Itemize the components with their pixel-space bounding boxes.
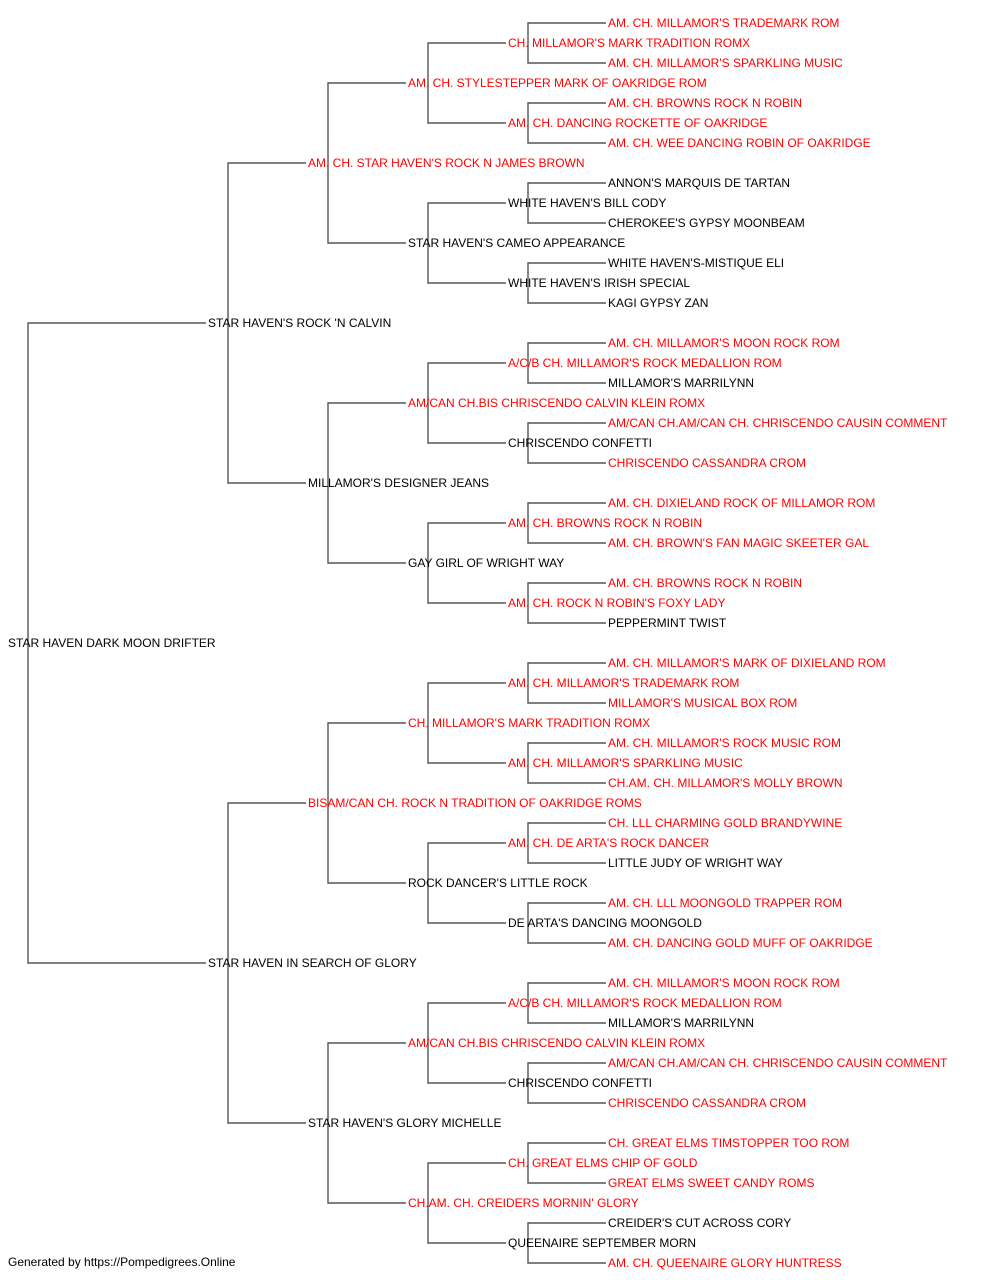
connector-line bbox=[427, 202, 506, 284]
pedigree-name-sire-sire-dam-dam-dam: KAGI GYPSY ZAN bbox=[608, 296, 708, 310]
connector-line bbox=[227, 162, 306, 484]
generated-by-footer: Generated by https://Pompedigrees.Online bbox=[8, 1255, 236, 1269]
pedigree-name-sire-dam-sire-sire: A/C/B CH. MILLAMOR'S ROCK MEDALLION ROM bbox=[508, 356, 782, 370]
pedigree-name-sire-dam-dam-sire-sire: AM. CH. DIXIELAND ROCK OF MILLAMOR ROM bbox=[608, 496, 875, 510]
pedigree-name-sire-dam-dam-dam-dam: PEPPERMINT TWIST bbox=[608, 616, 727, 630]
pedigree-name-dam-dam: STAR HAVEN'S GLORY MICHELLE bbox=[308, 1116, 501, 1130]
pedigree-name-sire-dam-dam-dam-sire: AM. CH. BROWNS ROCK N ROBIN bbox=[608, 576, 802, 590]
pedigree-name-dam-sire-sire-dam-dam: CH.AM. CH. MILLAMOR'S MOLLY BROWN bbox=[608, 776, 843, 790]
pedigree-name-dam-dam-sire-dam: CHRISCENDO CONFETTI bbox=[508, 1076, 652, 1090]
connector-line bbox=[27, 322, 206, 964]
connector-line bbox=[427, 1162, 506, 1244]
connector-line bbox=[527, 102, 606, 144]
pedigree-name-dam-sire-dam: ROCK DANCER'S LITTLE ROCK bbox=[408, 876, 588, 890]
pedigree-name-dam-dam-sire-dam-sire: AM/CAN CH.AM/CAN CH. CHRISCENDO CAUSIN C… bbox=[608, 1056, 948, 1070]
pedigree-name-dam-dam-dam-dam-dam: AM. CH. QUEENAIRE GLORY HUNTRESS bbox=[608, 1256, 842, 1270]
connector-line bbox=[527, 422, 606, 464]
connector-line bbox=[527, 262, 606, 304]
connector-line bbox=[427, 1002, 506, 1084]
connector-line bbox=[527, 662, 606, 704]
pedigree-name-dam-sire-dam-sire-dam: LITTLE JUDY OF WRIGHT WAY bbox=[608, 856, 783, 870]
pedigree-name-sire-dam-sire: AM/CAN CH.BIS CHRISCENDO CALVIN KLEIN RO… bbox=[408, 396, 705, 410]
pedigree-name-sire-sire-sire-sire: CH. MILLAMOR'S MARK TRADITION ROMX bbox=[508, 36, 750, 50]
pedigree-name-dam-dam-dam-dam-sire: CREIDER'S CUT ACROSS CORY bbox=[608, 1216, 791, 1230]
pedigree-name-sire: STAR HAVEN'S ROCK 'N CALVIN bbox=[208, 316, 391, 330]
pedigree-name: STAR HAVEN DARK MOON DRIFTER bbox=[8, 636, 216, 650]
connector-line bbox=[527, 1222, 606, 1264]
pedigree-name-sire-dam-dam-sire: AM. CH. BROWNS ROCK N ROBIN bbox=[508, 516, 702, 530]
connector-line bbox=[427, 682, 506, 764]
pedigree-name-dam-dam-dam: CH.AM. CH. CREIDERS MORNIN' GLORY bbox=[408, 1196, 639, 1210]
connector-line bbox=[327, 722, 406, 884]
pedigree-name-sire-sire-sire-dam-sire: AM. CH. BROWNS ROCK N ROBIN bbox=[608, 96, 802, 110]
connector-line bbox=[327, 82, 406, 244]
connector-line bbox=[427, 842, 506, 924]
pedigree-name-dam-dam-dam-dam: QUEENAIRE SEPTEMBER MORN bbox=[508, 1236, 696, 1250]
pedigree-name-sire-dam-dam: GAY GIRL OF WRIGHT WAY bbox=[408, 556, 564, 570]
pedigree-name-dam-sire-dam-sire: AM. CH. DE ARTA'S ROCK DANCER bbox=[508, 836, 710, 850]
pedigree-name-dam: STAR HAVEN IN SEARCH OF GLORY bbox=[208, 956, 417, 970]
connector-line bbox=[527, 342, 606, 384]
pedigree-name-dam-sire-sire-sire-dam: MILLAMOR'S MUSICAL BOX ROM bbox=[608, 696, 797, 710]
pedigree-name-dam-sire-dam-dam-dam: AM. CH. DANCING GOLD MUFF OF OAKRIDGE bbox=[608, 936, 873, 950]
pedigree-name-sire-sire-dam-dam-sire: WHITE HAVEN'S-MISTIQUE ELI bbox=[608, 256, 784, 270]
connector-line bbox=[527, 902, 606, 944]
pedigree-name-sire-dam: MILLAMOR'S DESIGNER JEANS bbox=[308, 476, 489, 490]
pedigree-name-dam-sire-dam-dam: DE ARTA'S DANCING MOONGOLD bbox=[508, 916, 702, 930]
pedigree-name-dam-dam-sire-sire-dam: MILLAMOR'S MARRILYNN bbox=[608, 1016, 754, 1030]
connector-line bbox=[427, 42, 506, 124]
connector-line bbox=[527, 822, 606, 864]
pedigree-name-sire-sire-dam-sire-sire: ANNON'S MARQUIS DE TARTAN bbox=[608, 176, 790, 190]
pedigree-name-sire-dam-sire-dam: CHRISCENDO CONFETTI bbox=[508, 436, 652, 450]
pedigree-name-dam-dam-sire-sire: A/C/B CH. MILLAMOR'S ROCK MEDALLION ROM bbox=[508, 996, 782, 1010]
pedigree-name-sire-sire-sire-dam: AM. CH. DANCING ROCKETTE OF OAKRIDGE bbox=[508, 116, 767, 130]
pedigree-name-sire-dam-sire-dam-dam: CHRISCENDO CASSANDRA CROM bbox=[608, 456, 806, 470]
pedigree-name-dam-sire: BISAM/CAN CH. ROCK N TRADITION OF OAKRID… bbox=[308, 796, 642, 810]
pedigree-name-sire-dam-dam-sire-dam: AM. CH. BROWN'S FAN MAGIC SKEETER GAL bbox=[608, 536, 869, 550]
pedigree-name-dam-dam-dam-sire-sire: CH. GREAT ELMS TIMSTOPPER TOO ROM bbox=[608, 1136, 849, 1150]
pedigree-name-dam-sire-dam-dam-sire: AM. CH. LLL MOONGOLD TRAPPER ROM bbox=[608, 896, 842, 910]
pedigree-name-sire-dam-sire-dam-sire: AM/CAN CH.AM/CAN CH. CHRISCENDO CAUSIN C… bbox=[608, 416, 948, 430]
pedigree-name-dam-sire-sire-dam-sire: AM. CH. MILLAMOR'S ROCK MUSIC ROM bbox=[608, 736, 841, 750]
pedigree-name-sire-sire-dam-sire: WHITE HAVEN'S BILL CODY bbox=[508, 196, 666, 210]
connector-line bbox=[427, 522, 506, 604]
connector-line bbox=[527, 982, 606, 1024]
connector-line bbox=[527, 742, 606, 784]
pedigree-name-dam-dam-dam-sire: CH. GREAT ELMS CHIP OF GOLD bbox=[508, 1156, 698, 1170]
connector-line bbox=[227, 802, 306, 1124]
pedigree-name-sire-sire-sire-dam-dam: AM. CH. WEE DANCING ROBIN OF OAKRIDGE bbox=[608, 136, 871, 150]
pedigree-name-dam-dam-dam-sire-dam: GREAT ELMS SWEET CANDY ROMS bbox=[608, 1176, 814, 1190]
connector-line bbox=[527, 582, 606, 624]
pedigree-name-sire-sire-sire-sire-sire: AM. CH. MILLAMOR'S TRADEMARK ROM bbox=[608, 16, 839, 30]
pedigree-name-dam-sire-sire-dam: AM. CH. MILLAMOR'S SPARKLING MUSIC bbox=[508, 756, 743, 770]
pedigree-name-dam-sire-sire-sire-sire: AM. CH. MILLAMOR'S MARK OF DIXIELAND ROM bbox=[608, 656, 886, 670]
connector-line bbox=[527, 1142, 606, 1184]
pedigree-name-dam-sire-sire-sire: AM. CH. MILLAMOR'S TRADEMARK ROM bbox=[508, 676, 739, 690]
connector-line bbox=[427, 362, 506, 444]
connector-line bbox=[527, 22, 606, 64]
pedigree-name-sire-sire-sire: AM. CH. STYLESTEPPER MARK OF OAKRIDGE RO… bbox=[408, 76, 707, 90]
pedigree-name-sire-dam-dam-dam: AM. CH. ROCK N ROBIN'S FOXY LADY bbox=[508, 596, 725, 610]
pedigree-name-sire-dam-sire-sire-dam: MILLAMOR'S MARRILYNN bbox=[608, 376, 754, 390]
connector-line bbox=[327, 1042, 406, 1204]
pedigree-name-sire-sire-dam-dam: WHITE HAVEN'S IRISH SPECIAL bbox=[508, 276, 690, 290]
pedigree-name-dam-sire-sire: CH. MILLAMOR'S MARK TRADITION ROMX bbox=[408, 716, 650, 730]
pedigree-name-dam-dam-sire-sire-sire: AM. CH. MILLAMOR'S MOON ROCK ROM bbox=[608, 976, 840, 990]
connector-line bbox=[527, 182, 606, 224]
connector-line bbox=[327, 402, 406, 564]
pedigree-name-dam-sire-dam-sire-sire: CH. LLL CHARMING GOLD BRANDYWINE bbox=[608, 816, 842, 830]
pedigree-name-sire-sire-dam-sire-dam: CHEROKEE'S GYPSY MOONBEAM bbox=[608, 216, 805, 230]
connector-line bbox=[527, 1062, 606, 1104]
connector-line bbox=[527, 502, 606, 544]
pedigree-name-sire-sire-sire-sire-dam: AM. CH. MILLAMOR'S SPARKLING MUSIC bbox=[608, 56, 843, 70]
pedigree-name-sire-dam-sire-sire-sire: AM. CH. MILLAMOR'S MOON ROCK ROM bbox=[608, 336, 840, 350]
pedigree-name-dam-dam-sire: AM/CAN CH.BIS CHRISCENDO CALVIN KLEIN RO… bbox=[408, 1036, 705, 1050]
pedigree-name-dam-dam-sire-dam-dam: CHRISCENDO CASSANDRA CROM bbox=[608, 1096, 806, 1110]
pedigree-name-sire-sire-dam: STAR HAVEN'S CAMEO APPEARANCE bbox=[408, 236, 625, 250]
pedigree-name-sire-sire: AM. CH. STAR HAVEN'S ROCK N JAMES BROWN bbox=[308, 156, 585, 170]
